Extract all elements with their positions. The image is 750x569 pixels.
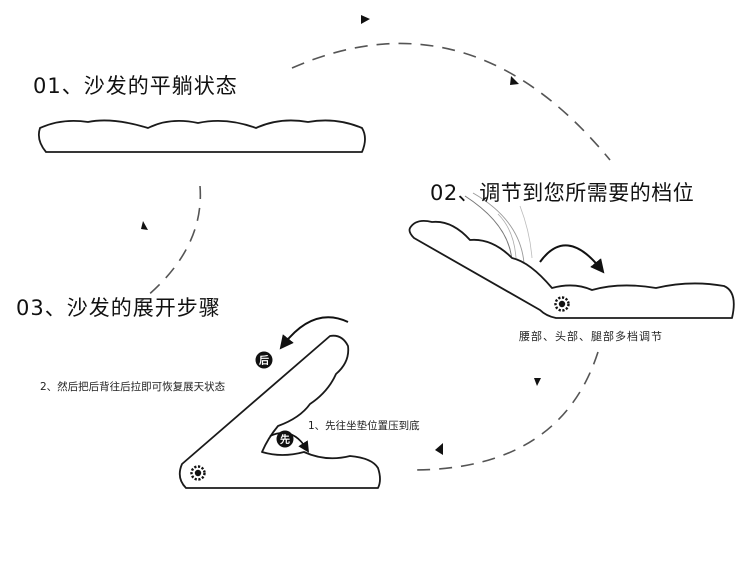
svg-text:先: 先 xyxy=(280,433,290,446)
step-3-note-second: 2、然后把后背往后拉即可恢复展天状态 xyxy=(40,381,226,393)
sofa-reclined xyxy=(408,192,735,319)
cycle-arc-top xyxy=(291,42,611,161)
step-3-note-first: 1、先往坐垫位置压到底 xyxy=(308,420,420,432)
step-2-caption: 腰部、头部、腿部多档调节 xyxy=(519,330,663,343)
step-2-title: 02、调节到您所需要的档位 xyxy=(430,181,695,205)
cycle-arc-left xyxy=(139,185,202,303)
sofa-unfolding: 后 先 xyxy=(178,316,381,489)
cycle-arrow-2-icon xyxy=(510,76,519,85)
sofa-flat xyxy=(37,119,366,153)
step-1-title: 01、沙发的平躺状态 xyxy=(33,74,238,98)
badge-first: 先 xyxy=(276,430,294,448)
step-3-title: 03、沙发的展开步骤 xyxy=(16,296,221,320)
cycle-arrow-1-icon xyxy=(361,15,370,24)
cycle-arc-bottom xyxy=(411,351,599,471)
cycle-arrow-3-icon xyxy=(534,378,541,386)
cycle-arrow-4-icon xyxy=(435,443,443,455)
badge-second: 后 xyxy=(255,351,273,369)
reclined-gear-icon xyxy=(554,296,570,312)
svg-text:后: 后 xyxy=(259,354,269,367)
unfolding-gear-icon xyxy=(190,465,206,481)
cycle-arrow-5-icon xyxy=(141,221,148,230)
